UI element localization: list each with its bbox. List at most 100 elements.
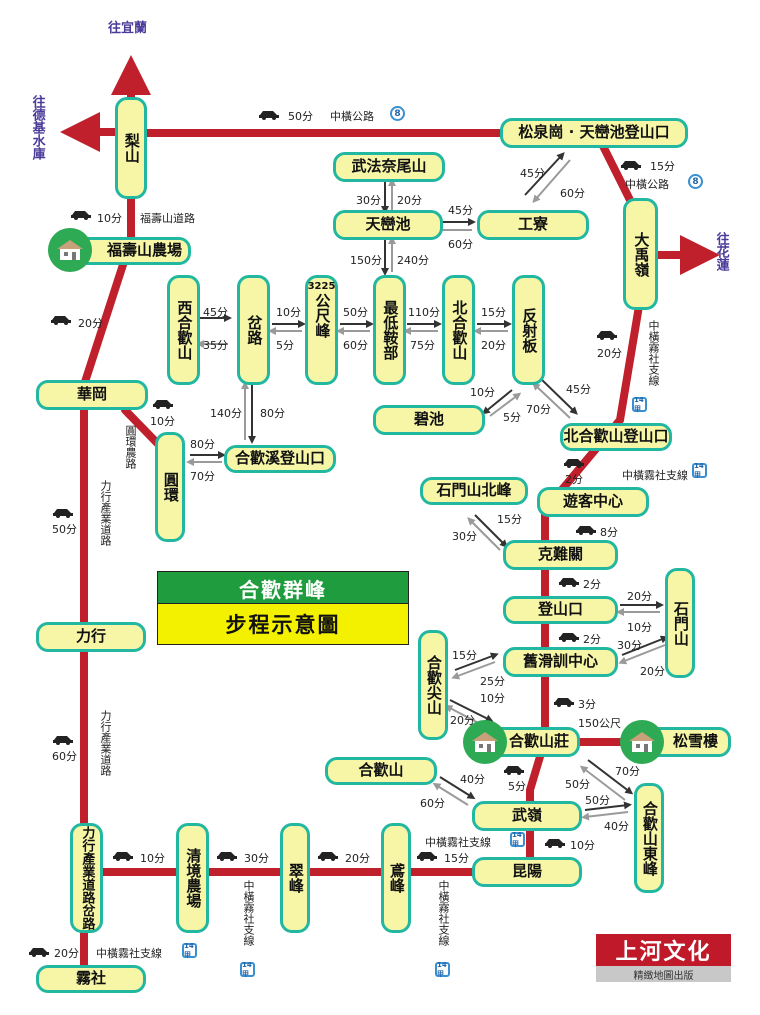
node-fanshe[interactable]: 反射板	[512, 275, 545, 385]
node-northtrail[interactable]: 北合歡山登山口	[560, 423, 672, 451]
hike-time-label: 50分	[343, 306, 368, 319]
hike-time-label: 70分	[615, 765, 640, 778]
hike-time-label: 40分	[460, 773, 485, 786]
node-shimennorth[interactable]: 石門山北峰	[420, 477, 528, 505]
node-tianluanchi[interactable]: 天巒池	[333, 210, 443, 240]
hike-time-label: 150分	[350, 254, 382, 267]
node-huagang[interactable]: 華岡	[36, 380, 148, 410]
node-chalu-label: 岔路	[245, 315, 264, 345]
node-chalu[interactable]: 岔路	[237, 275, 270, 385]
node-hehuaneast[interactable]: 合歡山東峰	[634, 783, 664, 893]
node-kenan[interactable]: 克難關	[503, 540, 618, 570]
hike-time-label: 80分	[190, 438, 215, 451]
node-wufa[interactable]: 武法奈尾山	[333, 152, 445, 182]
hike-time-label: 45分	[566, 383, 591, 396]
node-kunyang[interactable]: 昆陽	[472, 857, 582, 887]
node-zuidi[interactable]: 最低鞍部	[373, 275, 406, 385]
hike-time-label: 15分	[497, 513, 522, 526]
node-kunyang-label: 昆陽	[511, 862, 542, 881]
time-label: 20分	[78, 317, 103, 330]
road-label-yuanhuan: 圓環農路	[124, 425, 137, 469]
node-bichi[interactable]: 碧池	[373, 405, 485, 435]
hike-time-label: 20分	[397, 194, 422, 207]
node-cuifeng[interactable]: 翠峰	[280, 823, 310, 933]
time-label: 20分	[597, 347, 622, 360]
node-fushou-label: 福壽山農場	[106, 241, 182, 260]
node-hehuanshan[interactable]: 合歡山	[325, 757, 437, 785]
node-hehuanjian-label: 合歡尖山	[424, 655, 443, 715]
time-label: 2分	[565, 473, 583, 486]
time-label: 15分	[650, 160, 675, 173]
node-hehuanshan-label: 合歡山	[358, 761, 404, 780]
time-label: 8分	[600, 526, 618, 539]
node-liheng[interactable]: 力行	[36, 622, 146, 652]
node-shimennorth-label: 石門山北峰	[436, 481, 512, 500]
hike-time-label: 5分	[276, 339, 294, 352]
time-label: 10分	[97, 212, 122, 225]
hike-time-label: 15分	[481, 306, 506, 319]
road-label-zhongheng: 中橫公路	[330, 110, 374, 123]
node-hehuanxi[interactable]: 合歡溪登山口	[224, 445, 336, 473]
time-label: 20分	[54, 947, 79, 960]
hike-time-label: 45分	[448, 204, 473, 217]
hike-time-label: 10分	[276, 306, 301, 319]
road-label-wushe-branch: 中橫霧社支線	[425, 836, 491, 849]
highway-badge-icon: 14甲	[240, 961, 255, 978]
node-yuanhuan-label: 圓環	[161, 472, 180, 502]
node-youke[interactable]: 遊客中心	[537, 487, 649, 517]
node-bichi-label: 碧池	[413, 410, 444, 429]
publisher-name: 上河文化	[596, 934, 731, 966]
node-hehuanjian[interactable]: 合歡尖山	[418, 630, 448, 740]
node-westpeak[interactable]: 西合歡山	[167, 275, 200, 385]
node-northpeak-label: 北合歡山	[450, 300, 469, 360]
node-huagang-label: 華岡	[76, 385, 107, 404]
node-dengshankou-label: 登山口	[537, 600, 583, 619]
node-qingjing[interactable]: 清境農場	[176, 823, 209, 933]
map-subtitle: 步程示意圖	[157, 603, 409, 645]
node-qingjing-label: 清境農場	[184, 848, 203, 908]
node-zuidi-label: 最低鞍部	[381, 300, 400, 360]
node-westpeak-label: 西合歡山	[175, 300, 194, 360]
node-gongmao[interactable]: 3225 公尺峰	[305, 275, 338, 385]
hike-time-label: 20分	[640, 665, 665, 678]
node-gongliao[interactable]: 工寮	[477, 210, 589, 240]
hike-time-label: 40分	[604, 820, 629, 833]
hike-time-label: 60分	[560, 187, 585, 200]
node-lishan[interactable]: 梨山	[115, 97, 147, 199]
hike-time-label: 60分	[448, 238, 473, 251]
node-wuling[interactable]: 武嶺	[472, 801, 582, 831]
hike-time-label: 80分	[260, 407, 285, 420]
road-label-fushou: 福壽山道路	[140, 212, 195, 225]
car-icon	[153, 400, 173, 409]
car-icon	[51, 316, 71, 325]
lodge-icon	[620, 720, 664, 764]
hike-time-label: 50分	[565, 778, 590, 791]
node-hehuaneast-label: 合歡山東峰	[640, 800, 659, 876]
node-shimenshan[interactable]: 石門山	[665, 568, 695, 678]
road-label-wushe-branch: 中橫霧社支線	[437, 880, 450, 946]
highway-badge-icon: 14甲	[182, 942, 197, 959]
hike-time-label: 70分	[190, 470, 215, 483]
node-jiuhua[interactable]: 舊滑訓中心	[503, 647, 618, 677]
node-yuanfeng[interactable]: 鳶峰	[381, 823, 411, 933]
node-lihengfork-label: 力行產業道路岔路	[79, 826, 95, 930]
node-fanshe-label: 反射板	[520, 307, 539, 353]
highway-badge-icon: 14甲	[632, 396, 647, 413]
node-wushe[interactable]: 霧社	[36, 965, 146, 993]
node-lihengfork[interactable]: 力行產業道路岔路	[70, 823, 103, 933]
node-northpeak[interactable]: 北合歡山	[442, 275, 475, 385]
hike-time-label: 240分	[397, 254, 429, 267]
node-songquan[interactable]: 松泉崗 · 天巒池登山口	[500, 118, 688, 148]
node-songxuelou-label: 松雪樓	[672, 732, 718, 751]
hike-time-label: 35分	[203, 339, 228, 352]
node-wushe-label: 霧社	[75, 969, 106, 988]
car-icon	[53, 736, 73, 745]
node-dayu[interactable]: 大禹嶺	[623, 198, 658, 310]
highway-badge-icon: 8	[688, 174, 703, 189]
road-label-wushe-branch: 中橫霧社支線	[622, 469, 688, 482]
node-yuanhuan[interactable]: 圓環	[155, 432, 185, 542]
car-icon	[113, 852, 133, 861]
node-dengshankou[interactable]: 登山口	[503, 596, 618, 624]
time-label: 10分	[140, 852, 165, 865]
node-fushou[interactable]: 福壽山農場	[75, 237, 191, 265]
